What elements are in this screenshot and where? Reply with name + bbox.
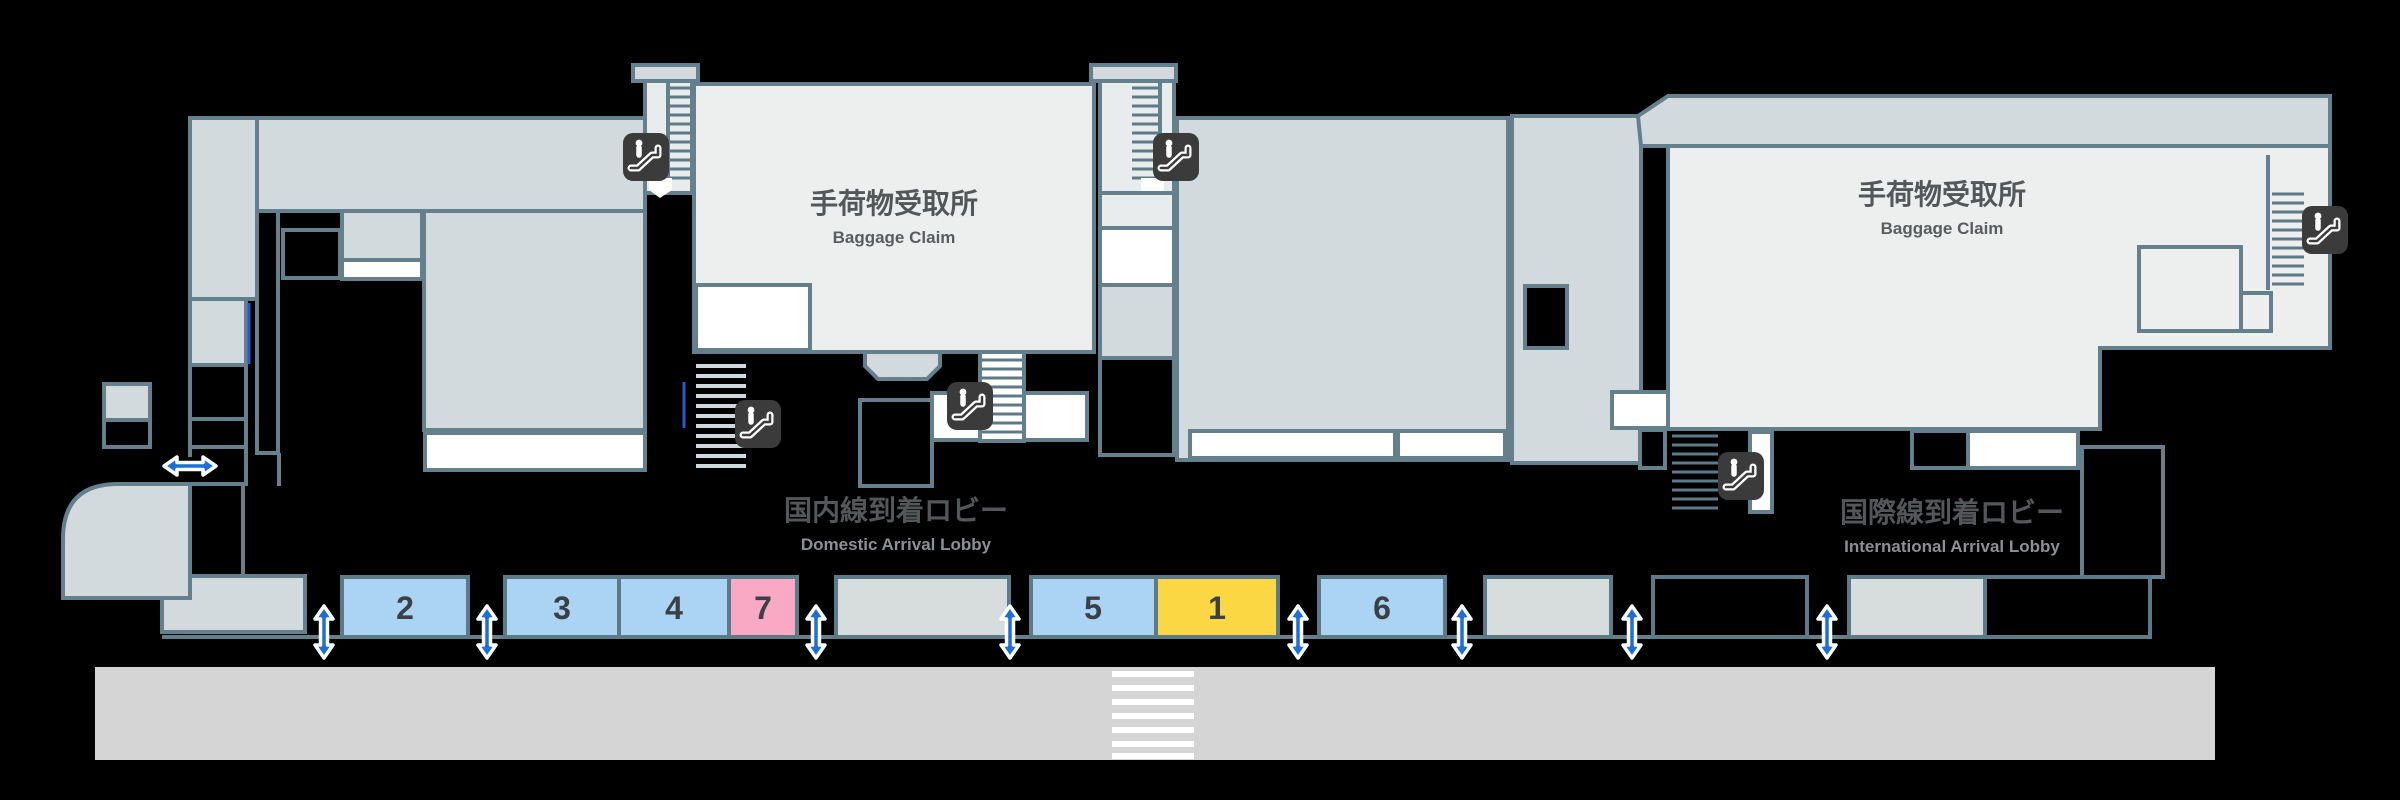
international-inner-room	[2137, 245, 2243, 333]
stop-number: 2	[396, 590, 414, 626]
domestic-baggage-label-jp: 手荷物受取所	[810, 188, 978, 219]
domestic-left-void-room-1	[188, 363, 248, 421]
international-lower-void	[1910, 429, 1970, 470]
international-terminal-block: 手荷物受取所 Baggage Claim	[1510, 94, 2332, 579]
international-baggage-label-en: Baggage Claim	[1881, 219, 2004, 238]
international-inner-room-small	[2239, 291, 2273, 333]
escalator-icon	[623, 133, 669, 181]
escalator-icon	[1153, 133, 1199, 181]
domestic-white-strip	[423, 431, 647, 472]
international-void-room	[1523, 284, 1569, 350]
stairs-icon	[670, 86, 690, 180]
baggage-inner-white-room	[694, 283, 812, 352]
escalator-icon	[1718, 452, 1764, 500]
tower-column-segment	[1098, 191, 1176, 230]
tower-cap	[1089, 63, 1178, 83]
stairs-icon	[982, 358, 1022, 434]
stop-number: 5	[1084, 590, 1102, 626]
domestic-corridor-slot	[255, 209, 280, 455]
double-arrow-icon	[1451, 604, 1473, 660]
stair-tower-middle	[1089, 63, 1178, 457]
corridor-connector-lines	[188, 447, 281, 486]
stop-box-1	[1154, 575, 1280, 639]
middle-hall-white-strip-2	[1396, 429, 1507, 460]
domestic-baggage-claim-area: 手荷物受取所 Baggage Claim	[692, 82, 1096, 381]
stop-number: 4	[665, 590, 683, 626]
tower-cap	[631, 63, 700, 83]
domestic-floor-right-block	[422, 209, 647, 432]
domestic-terminal-block	[102, 116, 647, 486]
domestic-step-white-room	[340, 258, 424, 281]
double-arrow-horizontal-icon	[162, 455, 218, 477]
stop-box-6	[1317, 575, 1447, 639]
stop-number: 7	[754, 590, 772, 626]
lobby-kiosk-room	[858, 398, 934, 488]
building-entry-tab	[863, 350, 942, 381]
double-arrow-icon	[313, 604, 335, 660]
international-lobby-label-en: International Arrival Lobby	[1844, 537, 2060, 556]
corner-void-room	[188, 482, 245, 579]
left-edge-room	[102, 382, 152, 422]
international-baggage-building	[1666, 144, 2332, 431]
domestic-floor-left-column	[188, 116, 259, 301]
tower-column-segment	[1098, 283, 1176, 360]
double-arrow-icon	[1816, 604, 1838, 660]
middle-hall-white-strip-1	[1188, 429, 1397, 460]
international-lobby-label-jp: 国際線到着ロビー	[1840, 496, 2064, 528]
international-baggage-label-jp: 手荷物受取所	[1858, 179, 2026, 210]
domestic-baggage-label-en: Baggage Claim	[833, 228, 956, 247]
stair-direction-banner	[649, 178, 672, 198]
stairs-icon	[1132, 86, 1158, 180]
bus-stop-row: 2 3 4 7 5 1 6	[340, 575, 2152, 639]
stop-number: 1	[1208, 590, 1226, 626]
empty-box-2	[1983, 575, 2152, 639]
stop-box-2	[340, 575, 470, 639]
international-right-void	[2080, 445, 2165, 579]
baggage-claim-building	[692, 82, 1096, 354]
stop-box-3	[503, 575, 621, 639]
tower-column-void	[1098, 356, 1176, 457]
left-edge-void-room	[102, 418, 152, 449]
domestic-lobby-label-jp: 国内線到着ロビー	[784, 494, 1008, 526]
domestic-left-void-room-2	[188, 417, 248, 449]
escalator-icon	[735, 400, 781, 448]
plain-box-1	[834, 575, 1011, 639]
empty-box-1	[1651, 575, 1809, 639]
international-roof-band	[1635, 94, 2332, 148]
double-arrow-icon	[805, 604, 827, 660]
international-small-void	[1638, 428, 1667, 470]
double-arrow-icon	[1287, 604, 1309, 660]
international-lower-white	[1966, 429, 2080, 470]
tower-column-segment	[1098, 226, 1176, 287]
domestic-floor-step	[340, 209, 424, 262]
middle-hall-block	[1175, 116, 1510, 462]
escalator-icon	[2302, 206, 2348, 254]
crosswalk	[1112, 671, 1194, 759]
escalator-icon	[947, 382, 993, 430]
domestic-lobby-label-en: Domestic Arrival Lobby	[801, 535, 992, 554]
double-arrow-icon	[476, 604, 498, 660]
stepped-curb-building	[160, 574, 307, 634]
stairs-icon	[2272, 192, 2304, 286]
stairs-icon	[696, 364, 746, 468]
middle-hall-floor	[1175, 116, 1510, 462]
stop-box-7	[727, 575, 799, 639]
domestic-left-lower-room	[188, 297, 248, 367]
stop-number: 6	[1373, 590, 1391, 626]
international-white-room	[1610, 390, 1674, 430]
double-arrow-icon	[1621, 604, 1643, 660]
plain-box-3	[1847, 575, 1987, 639]
stairs-icon	[1672, 434, 1718, 510]
stop-box-5	[1029, 575, 1158, 639]
rounded-corner-building	[61, 482, 192, 600]
plain-box-2	[1483, 575, 1613, 639]
domestic-void-room	[281, 228, 342, 280]
stop-number: 3	[553, 590, 571, 626]
